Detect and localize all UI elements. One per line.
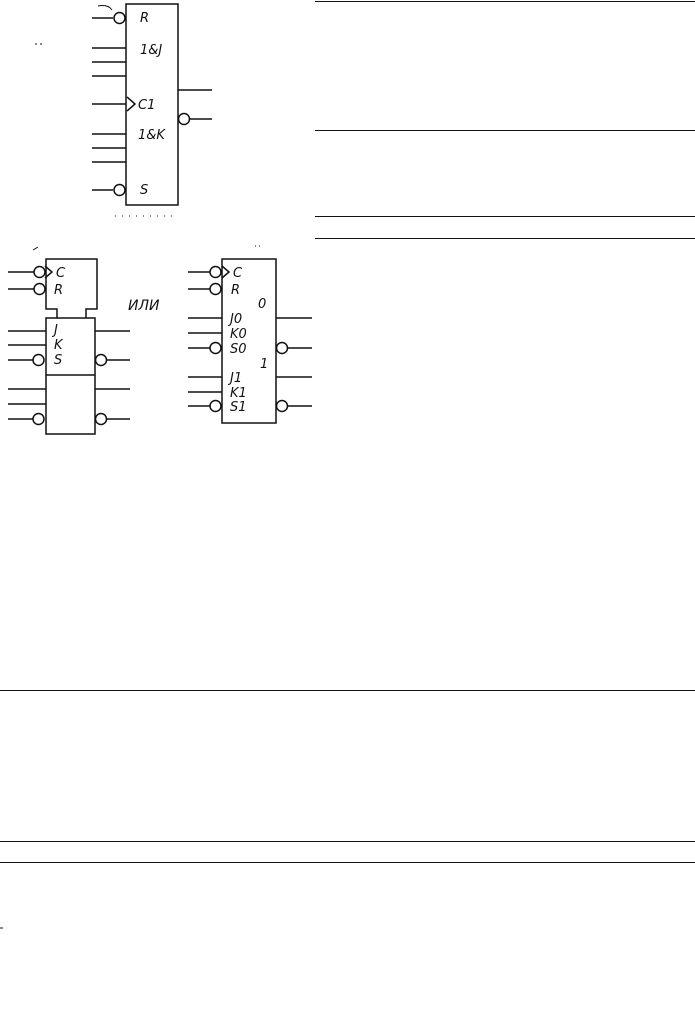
jk-flipflop-split-symbol: C R J K S — [8, 246, 130, 435]
dual-pin-k0-label: K0 — [230, 327, 247, 342]
main-pin-1k-label: 1&K — [138, 128, 166, 143]
dual-s1-inversion-bubble — [209, 399, 222, 413]
split-c-dynamic-triangle — [44, 265, 54, 279]
or-separator-label: ИЛИ — [128, 298, 160, 314]
dual-q1-inverted-bubble — [275, 399, 289, 413]
jk-flipflop-dual-symbol: C R 0 J0 K0 S0 1 J1 K1 S1 — [188, 245, 312, 424]
split-pin-r-label: R — [54, 283, 63, 298]
dual-pin-k1-label: K1 — [230, 386, 247, 401]
split-s-inversion-bubble — [32, 353, 45, 367]
split-pin-c-label: C — [56, 266, 66, 281]
split-q1-inverted-bubble — [94, 412, 108, 426]
main-r-stray-mark — [97, 5, 113, 11]
scan-speck — [32, 246, 39, 251]
top-right-table-rules — [315, 1, 695, 239]
main-pin-s-label: S — [140, 183, 148, 198]
dual-pin-s1-label: S1 — [230, 400, 247, 415]
dual-pin-j0-label: J0 — [227, 312, 242, 327]
split-r-inversion-bubble — [33, 282, 46, 296]
dual-c-dynamic-triangle — [221, 265, 231, 279]
split-q0-inverted-bubble — [94, 353, 108, 367]
main-pin-c1-label: C1 — [138, 98, 155, 113]
split-lower-body — [45, 317, 96, 435]
split-control-block — [45, 258, 98, 318]
split-pin-j-label: J — [51, 323, 58, 338]
main-pin-1j-label: 1&J — [140, 43, 162, 58]
jk-flipflop-main-symbol: R 1&J C1 1&K S — [35, 3, 212, 217]
main-pin-r-label: R — [140, 11, 149, 26]
main-clock-dynamic-triangle — [126, 96, 137, 112]
dual-pin-c-label: C — [233, 266, 243, 281]
split-pin-s-label: S — [54, 353, 62, 368]
dual-r-inversion-bubble — [209, 282, 222, 296]
main-r-inversion-bubble — [113, 11, 126, 25]
dual-pin-j1-label: J1 — [227, 371, 242, 386]
split-s2-inversion-bubble — [32, 412, 45, 426]
split-c-inversion-bubble — [33, 265, 46, 279]
dual-c-inversion-bubble — [209, 265, 222, 279]
dual-q0-inverted-bubble — [275, 341, 289, 355]
bottom-table-rules — [0, 690, 695, 929]
split-pin-k-label: K — [54, 338, 64, 353]
main-q-inverted-output-bubble — [177, 112, 191, 126]
dual-section-1-label: 1 — [260, 357, 268, 372]
dual-symbol-body — [221, 258, 277, 424]
dual-pin-r-label: R — [231, 283, 240, 298]
dual-s0-inversion-bubble — [209, 341, 222, 355]
dual-section-0-label: 0 — [258, 297, 266, 312]
main-s-inversion-bubble — [113, 183, 126, 197]
dual-pin-s0-label: S0 — [230, 342, 247, 357]
